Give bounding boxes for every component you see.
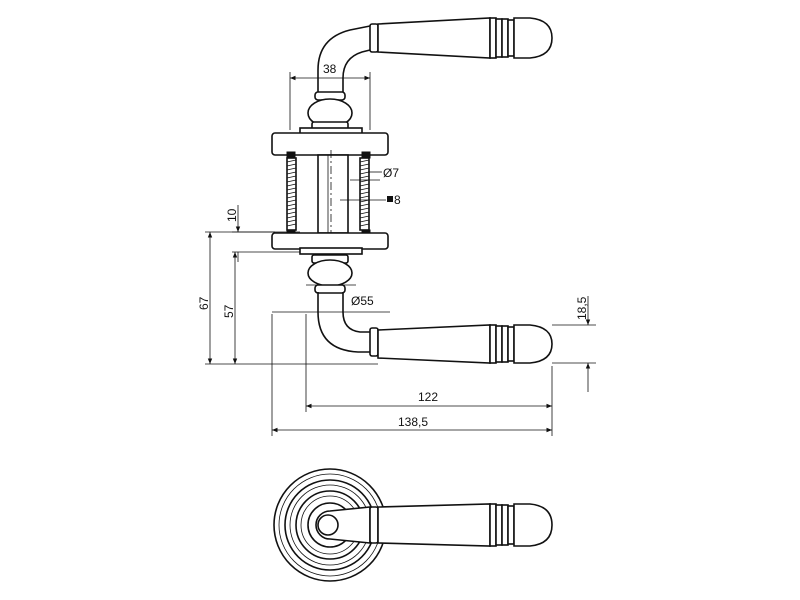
dim-d7-label: Ø7 bbox=[383, 166, 399, 180]
upper-rose bbox=[271, 127, 389, 159]
lower-boss bbox=[307, 254, 353, 294]
dimension-122: 122 bbox=[305, 314, 553, 436]
dimension-57: 57 bbox=[222, 252, 238, 364]
dim-10-label: 10 bbox=[225, 208, 239, 222]
dimension-18-5: 18,5 bbox=[552, 296, 596, 392]
dim-sq8-label: 8 bbox=[394, 193, 401, 207]
upper-lever bbox=[317, 17, 553, 95]
dimension-diameter-7: Ø7 bbox=[350, 166, 399, 181]
dim-d55-label: Ø55 bbox=[351, 294, 374, 308]
dimension-67: 67 bbox=[197, 231, 378, 365]
dim-138-5-label: 138,5 bbox=[398, 415, 428, 429]
dim-67-label: 67 bbox=[197, 296, 211, 310]
upper-boss bbox=[307, 91, 353, 131]
dimension-138-5: 138,5 bbox=[271, 314, 552, 436]
dimension-square-8: 8 bbox=[340, 193, 401, 207]
dim-122-label: 122 bbox=[418, 390, 438, 404]
dim-57-label: 57 bbox=[222, 304, 236, 318]
spindle-assembly bbox=[286, 150, 370, 240]
rose-top-view bbox=[273, 468, 387, 582]
lower-rose bbox=[271, 229, 389, 255]
lever-top-view bbox=[369, 503, 553, 547]
dimension-diameter-55: Ø55 bbox=[272, 284, 390, 313]
lower-lever bbox=[317, 292, 553, 364]
dim-38-label: 38 bbox=[323, 62, 337, 76]
dim-18-5-label: 18,5 bbox=[575, 296, 589, 320]
dimension-38: 38 bbox=[289, 62, 371, 130]
